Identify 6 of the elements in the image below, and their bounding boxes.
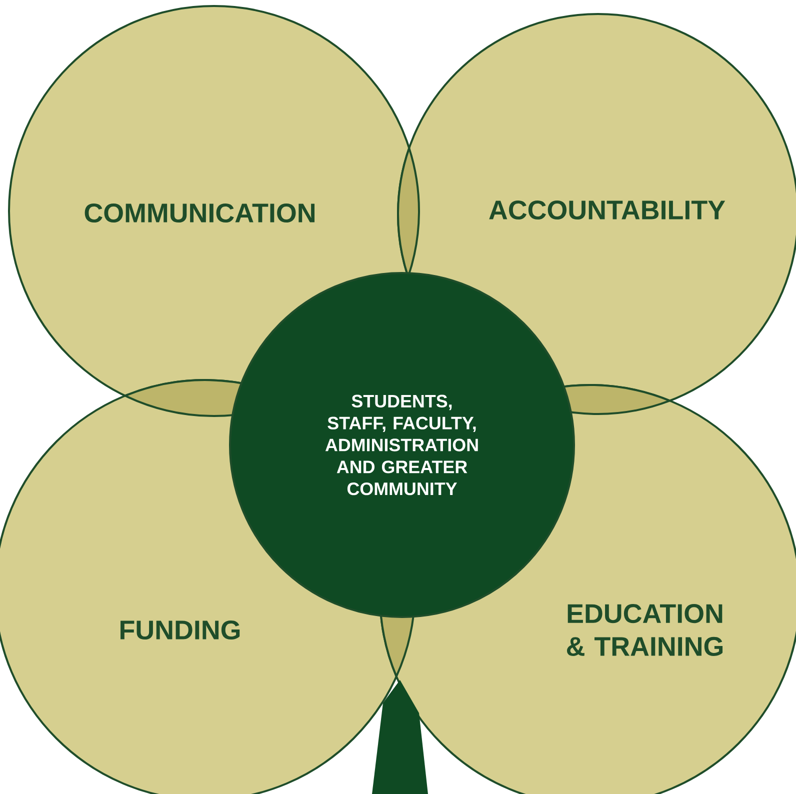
circle-label: STUDENTS, STAFF, FACULTY, ADMINISTRATION AND GREATER COMMUNITY: [325, 394, 478, 496]
circle-label: EDUCATION & TRAINING: [567, 604, 723, 656]
circle-label: FUNDING: [120, 620, 240, 640]
circle-label: COMMUNICATION: [84, 203, 314, 223]
circle-label: ACCOUNTABILITY: [489, 200, 726, 220]
tree-trunk: [372, 680, 428, 794]
